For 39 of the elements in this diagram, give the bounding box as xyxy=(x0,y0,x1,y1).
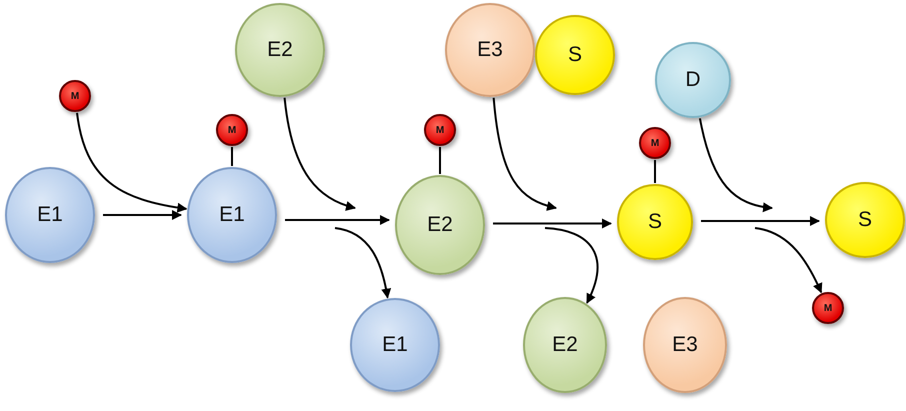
protein-ellipse xyxy=(617,184,693,260)
modifier-ellipse xyxy=(812,292,844,324)
arrow xyxy=(544,227,598,304)
protein-ellipse xyxy=(655,42,731,118)
modifier-ellipse xyxy=(639,127,671,159)
node-label: E2 xyxy=(552,333,578,357)
node-label: E3 xyxy=(672,333,698,357)
modifier-ellipse xyxy=(216,114,248,146)
node-label: D xyxy=(685,68,701,92)
arrow xyxy=(754,227,822,294)
node-label: M xyxy=(70,90,80,102)
arrow xyxy=(698,118,773,212)
arrow xyxy=(493,218,612,228)
arrow xyxy=(701,216,820,226)
protein-ellipse xyxy=(535,15,615,95)
arrow xyxy=(284,98,356,210)
arrow xyxy=(76,112,188,212)
modifier-ellipse xyxy=(59,80,91,112)
arrow xyxy=(103,210,182,220)
node-label: E1 xyxy=(37,203,63,227)
node-label: S xyxy=(858,208,872,232)
connector-line xyxy=(654,160,656,183)
node-label: E3 xyxy=(477,38,503,62)
node-label: M xyxy=(650,138,660,148)
arrow xyxy=(285,215,390,225)
node-label: E2 xyxy=(427,213,453,237)
node-label: M xyxy=(228,124,236,136)
node-label: S xyxy=(568,43,582,67)
node-label: E1 xyxy=(219,203,245,227)
node-label: M xyxy=(436,124,444,136)
node-label: M xyxy=(824,302,832,314)
node-label: E2 xyxy=(267,38,293,62)
modifier-ellipse xyxy=(424,114,456,146)
node-label: E1 xyxy=(382,333,408,357)
arrow xyxy=(334,227,391,299)
arrow xyxy=(492,98,557,211)
connector-line xyxy=(439,147,441,174)
node-label: S xyxy=(648,210,662,234)
connector-line xyxy=(231,147,233,166)
